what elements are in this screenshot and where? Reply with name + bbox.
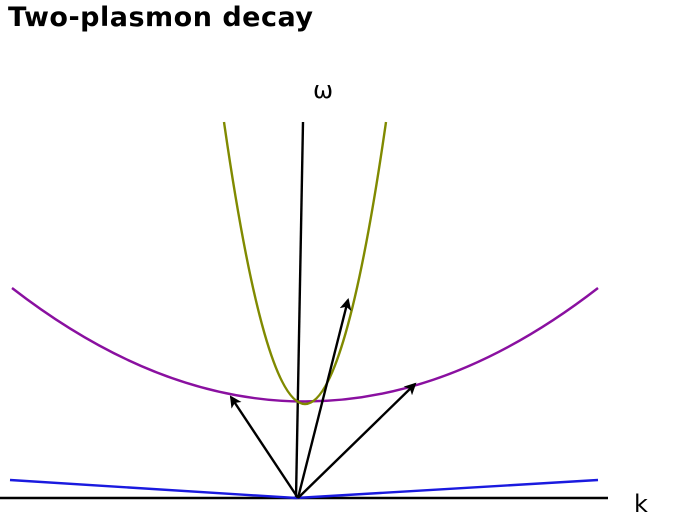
ion-acoustic-branch-right <box>295 478 599 500</box>
ion-acoustic-branch-left <box>9 478 297 500</box>
plasmon-dispersion-curve <box>11 287 599 403</box>
incident-photon-arrow <box>296 298 352 499</box>
omega-axis-label: ω <box>313 76 333 104</box>
k-axis-label: k <box>634 490 648 518</box>
omega-axis <box>294 121 305 499</box>
page-title: Two-plasmon decay <box>8 2 314 33</box>
light-wave-dispersion-curve <box>222 121 388 405</box>
plasmon-arrow-left <box>229 395 299 499</box>
plasmon-arrow-right <box>297 382 417 499</box>
